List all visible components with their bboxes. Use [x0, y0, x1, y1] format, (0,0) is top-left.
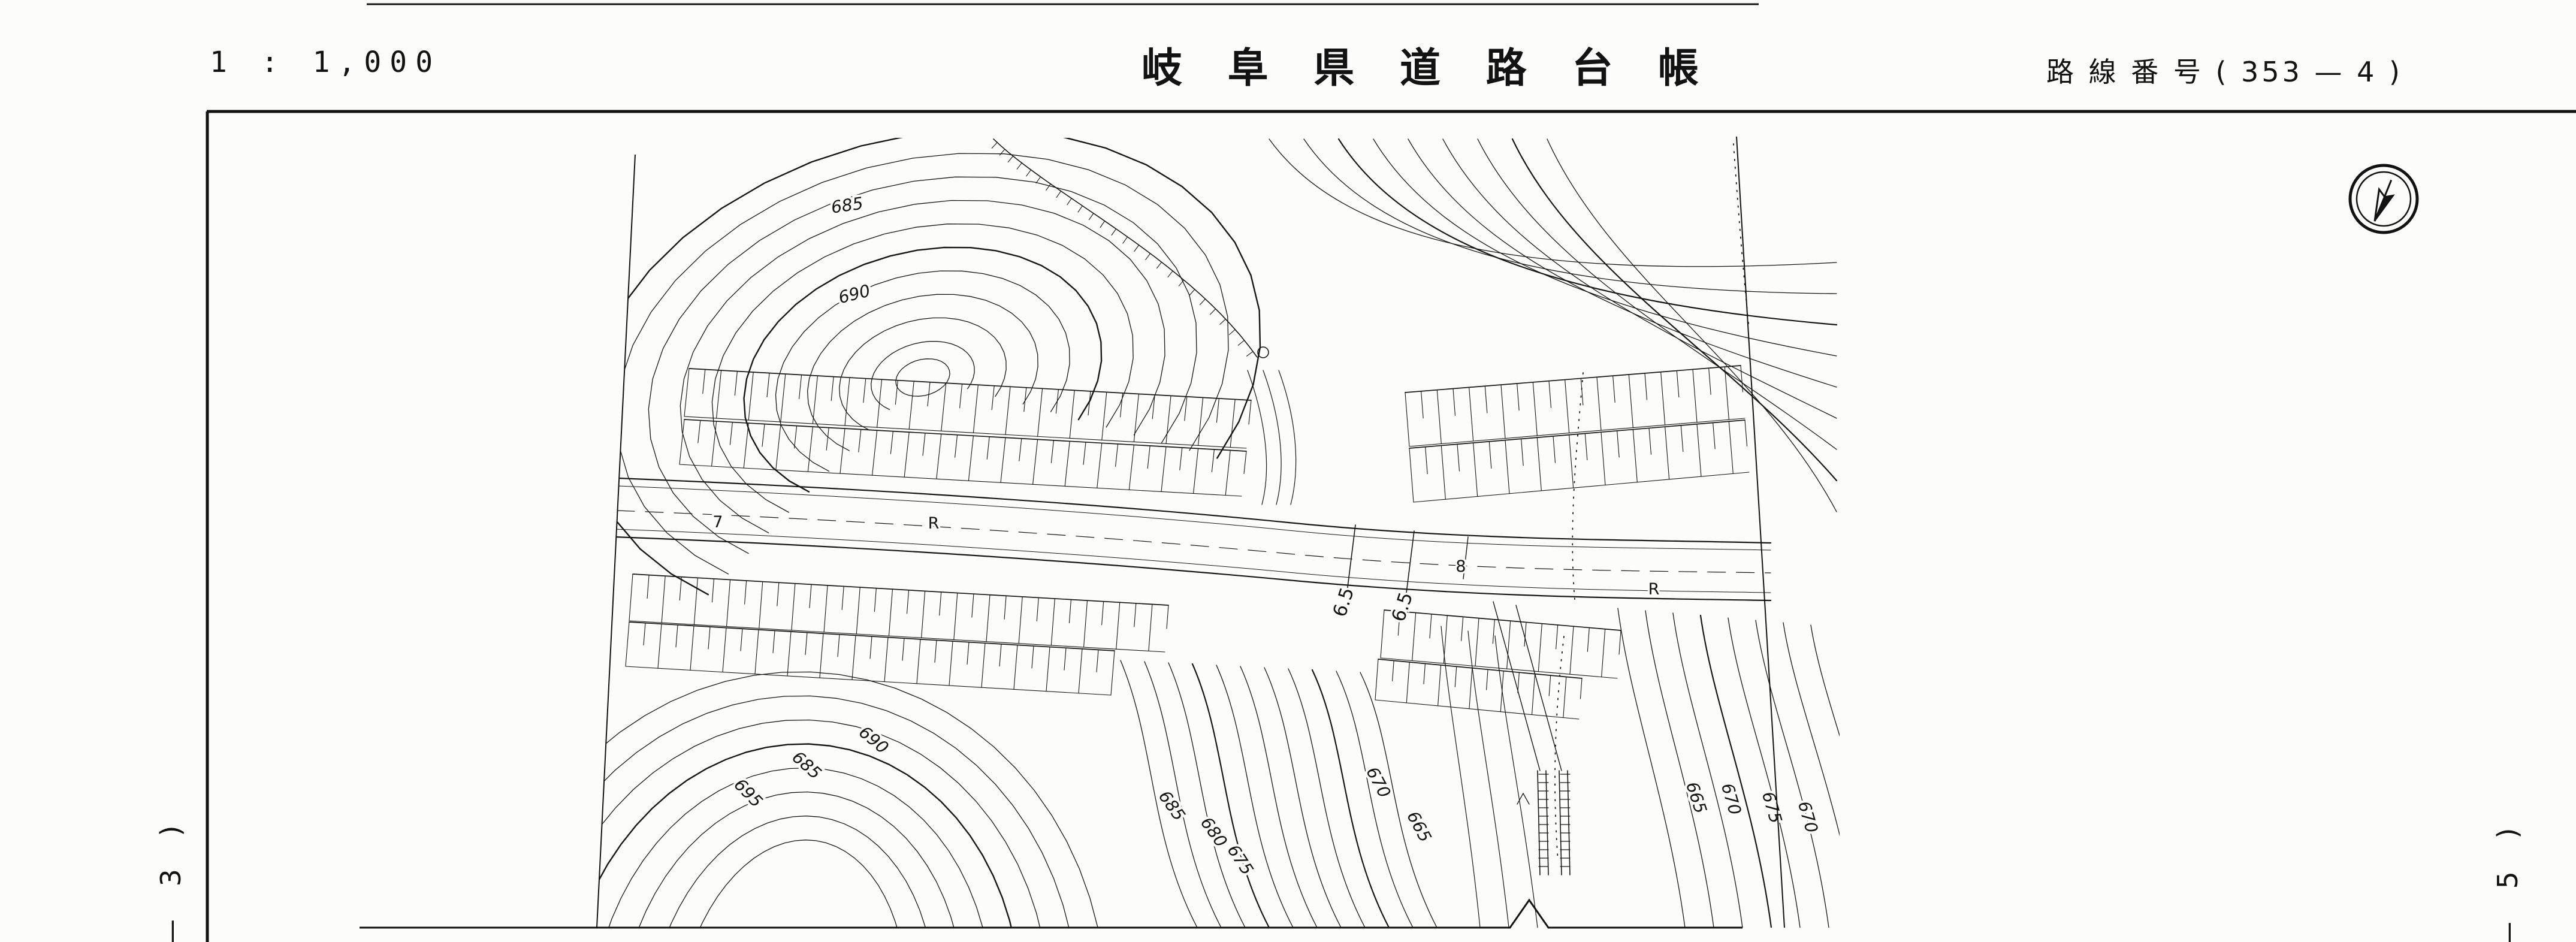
contour-labels: 685 690 690 685 695 685 680 675 670 665 …: [727, 191, 1824, 881]
contour-label: 670: [1717, 781, 1745, 817]
route-number-label: 路 線 番 号 ( 353 — 4 ): [2046, 56, 2403, 88]
contour-label: 675: [1758, 789, 1786, 825]
bottom-match-line: [360, 898, 1743, 929]
contour-label: 695: [730, 775, 766, 811]
contour-label: 665: [1682, 780, 1711, 816]
road-radius-label: R: [1648, 580, 1660, 599]
road-station-label: 8: [1455, 557, 1466, 576]
contour-and-road-linework: [597, 138, 1840, 928]
contour-label: 675: [1224, 841, 1258, 878]
contour-label: 690: [855, 722, 892, 758]
road-station-label: 7: [712, 513, 723, 532]
scale-label: 1 : 1,000: [210, 46, 442, 79]
contour-label: 665: [1403, 808, 1435, 846]
road-width-label: 6.5: [1388, 590, 1417, 624]
contour-label: 680: [1197, 813, 1231, 851]
plan-drawing: 685 690 690 685 695 685 680 675 670 665 …: [597, 138, 1840, 928]
contour-label: 670: [1794, 799, 1822, 835]
road-labels: 7 R 6.5 6.5 8 R: [711, 511, 1662, 627]
contour-label: 685: [830, 194, 865, 218]
sheet-border: [206, 3, 2576, 942]
contour-label: 690: [836, 280, 872, 307]
road-radius-label: R: [928, 514, 940, 533]
north-arrow-icon: [2348, 164, 2419, 234]
road-width-label: 6.5: [1329, 585, 1358, 620]
north-needle: [2373, 179, 2395, 222]
plan-boundary: [360, 136, 1785, 929]
contour-label: 670: [1362, 763, 1394, 801]
contour-label: 685: [788, 747, 825, 783]
sheet-title: 岐 阜 県 道 路 台 帳: [1141, 45, 1715, 92]
